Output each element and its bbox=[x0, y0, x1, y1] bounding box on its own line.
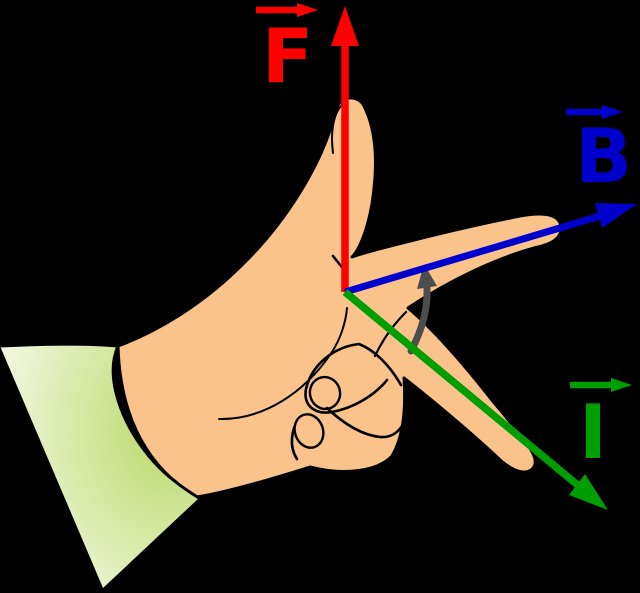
current-label-overbar-arrowhead bbox=[611, 378, 632, 392]
current-vector: I bbox=[342, 289, 632, 510]
force-vector: F bbox=[256, 3, 359, 292]
index-finger-crease bbox=[373, 310, 408, 358]
ring-finger-curl bbox=[304, 342, 403, 414]
palm-crease bbox=[218, 307, 348, 421]
hand bbox=[116, 96, 563, 499]
current-vector-line bbox=[342, 289, 583, 490]
hand-silhouette bbox=[116, 96, 563, 499]
force-label-overbar-arrowhead bbox=[297, 3, 318, 17]
current-label: I bbox=[579, 388, 607, 476]
force-vector-arrowhead bbox=[331, 6, 359, 46]
sleeve-cuff-outline bbox=[0, 342, 201, 500]
shirt-sleeve bbox=[0, 342, 201, 588]
pinky-finger-curl bbox=[325, 406, 407, 439]
pinky-fingernail bbox=[293, 413, 325, 449]
magnetic-field-vector-arrowhead bbox=[595, 203, 637, 228]
sleeve-shape bbox=[0, 344, 199, 588]
force-label: F bbox=[262, 12, 313, 100]
current-vector-arrowhead bbox=[569, 474, 608, 510]
rotation-arrowhead bbox=[417, 264, 437, 289]
magnetic-field-vector-line bbox=[344, 212, 601, 296]
magnetic-field-vector: B bbox=[344, 105, 637, 296]
magnetic-field-label-overbar-arrowhead bbox=[602, 105, 623, 119]
magnetic-field-label: B bbox=[575, 112, 632, 200]
